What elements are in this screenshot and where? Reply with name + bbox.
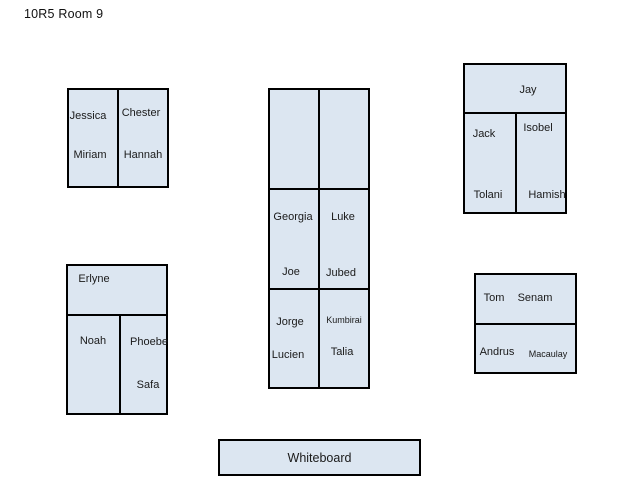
table-middle: Georgia Luke Joe Jubed Jorge Kumbirai Lu… [268,88,370,389]
seat-jay: Jay [519,84,537,96]
table-divider [117,90,119,186]
seat-jubed: Jubed [326,267,356,279]
table-divider [270,288,368,290]
seat-miriam: Miriam [73,149,107,161]
seat-kumbirai: Kumbirai [326,315,362,325]
seat-chester: Chester [121,107,161,119]
whiteboard: Whiteboard [218,439,421,476]
table-front-right: Tom Senam Andrus Macaulay [474,273,577,374]
seat-tolani: Tolani [473,189,503,201]
seat-hannah: Hannah [123,149,163,161]
seat-hamish: Hamish [528,189,566,201]
seat-jorge: Jorge [276,316,304,328]
table-divider [68,314,166,316]
seat-andrus: Andrus [479,346,515,358]
seat-talia: Talia [330,346,354,358]
table-divider [476,323,575,325]
table-back-left: Jessica Chester Miriam Hannah [67,88,169,188]
seat-joe: Joe [282,266,300,278]
seat-macaulay: Macaulay [528,349,568,359]
seat-isobel: Isobel [523,122,553,134]
table-divider [119,314,121,413]
seat-luke: Luke [331,211,355,223]
page-title: 10R5 Room 9 [24,7,104,21]
seat-lucien: Lucien [271,349,305,361]
seat-jessica: Jessica [69,110,107,122]
seat-erlyne: Erlyne [78,273,110,285]
seat-senam: Senam [517,292,553,304]
seat-tom: Tom [483,292,505,304]
table-divider [515,112,517,212]
seat-safa: Safa [136,379,160,391]
seat-georgia: Georgia [273,211,313,223]
table-divider [318,90,320,387]
seat-phoebe: Phoebe [130,336,168,348]
table-back-right: Jay Jack Isobel Tolani Hamish [463,63,567,214]
table-divider [270,188,368,190]
seat-noah: Noah [79,335,107,347]
whiteboard-label: Whiteboard [287,450,352,465]
table-front-left: Erlyne Noah Phoebe Safa [66,264,168,415]
seat-jack: Jack [472,128,496,140]
